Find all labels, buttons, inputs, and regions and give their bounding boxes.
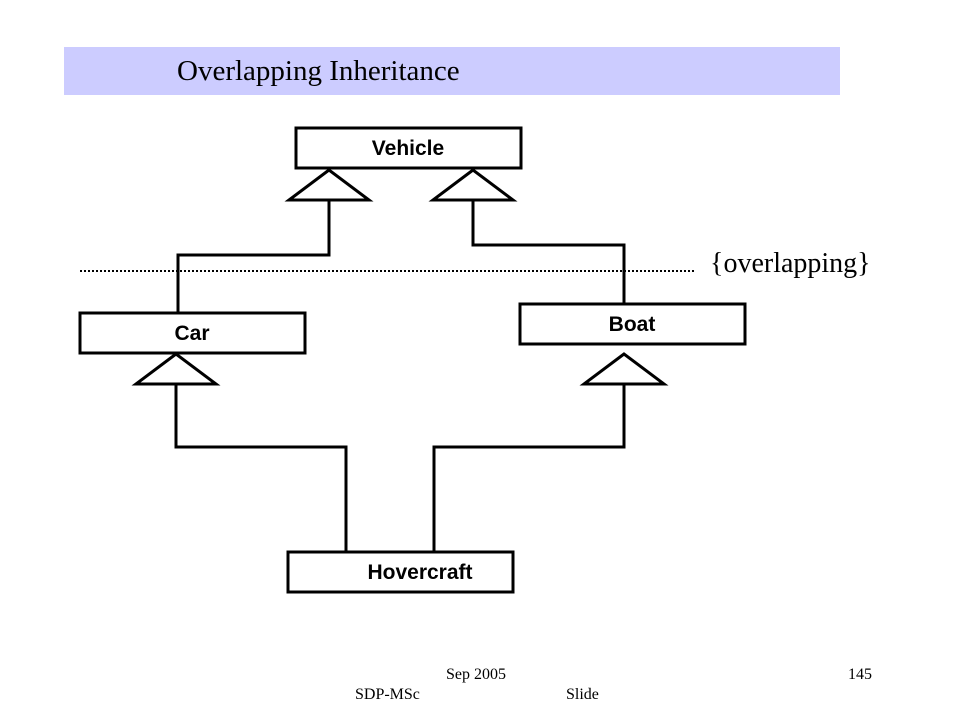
footer-slide-label: Slide bbox=[566, 686, 599, 703]
class-car[interactable]: Car bbox=[78, 311, 307, 355]
footer-course: SDP-MSc bbox=[355, 686, 420, 703]
class-vehicle[interactable]: Vehicle bbox=[294, 126, 523, 170]
generalization-arrow-car-vehicle bbox=[284, 168, 374, 202]
overlapping-constraint-label: {overlapping} bbox=[710, 248, 871, 279]
generalization-arrow-hovercraft-car bbox=[131, 352, 221, 386]
slide-title: Overlapping Inheritance bbox=[177, 55, 460, 87]
class-hovercraft[interactable]: Hovercraft bbox=[286, 550, 515, 594]
class-boat[interactable]: Boat bbox=[518, 302, 747, 346]
connector-hovercraft-car bbox=[174, 384, 348, 552]
connector-hovercraft-boat bbox=[432, 384, 626, 552]
footer-date: Sep 2005 bbox=[446, 666, 506, 683]
generalization-arrow-boat-vehicle bbox=[428, 168, 518, 202]
title-bar: Overlapping Inheritance bbox=[64, 47, 840, 95]
class-boat-label: Boat bbox=[609, 313, 656, 336]
class-car-label: Car bbox=[174, 322, 209, 345]
generalization-arrow-hovercraft-boat bbox=[579, 352, 669, 386]
class-vehicle-label: Vehicle bbox=[372, 137, 444, 160]
class-hovercraft-label: Hovercraft bbox=[367, 561, 472, 584]
footer-slide-number: 145 bbox=[848, 666, 872, 683]
connector-car-vehicle bbox=[176, 200, 331, 313]
connector-boat-vehicle bbox=[471, 200, 626, 304]
